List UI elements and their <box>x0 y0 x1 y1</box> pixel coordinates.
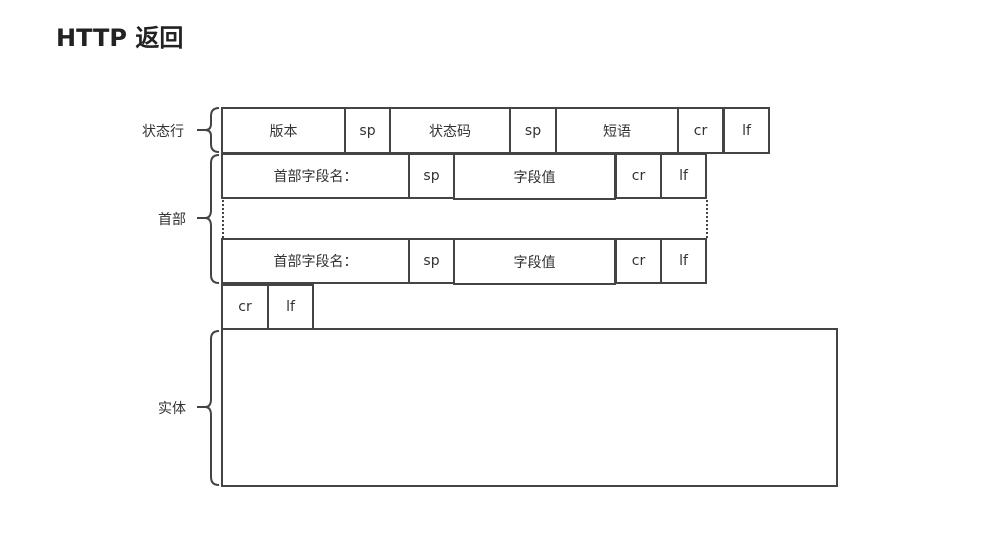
header-1-field-name-cell: 首部字段名： <box>221 153 410 199</box>
status-code-cell: 状态码 <box>389 107 511 154</box>
blank-line-lf-cell: lf <box>267 284 314 330</box>
page-title: HTTP 返回 <box>56 24 184 52</box>
headers-ellipsis-right <box>706 200 708 238</box>
blank-line-cr-cell: cr <box>221 284 269 330</box>
body-label: 实体 <box>158 401 186 417</box>
status-line-label: 状态行 <box>142 124 184 140</box>
headers-label: 首部 <box>158 212 186 228</box>
body-brace <box>204 330 220 486</box>
header-1-cr-cell: cr <box>615 153 662 199</box>
headers-ellipsis-left <box>222 200 224 238</box>
status-cr-cell: cr <box>677 107 724 154</box>
status-line-brace <box>204 107 220 153</box>
header-2-cr-cell: cr <box>615 238 662 284</box>
header-2-sp-cell: sp <box>408 238 455 284</box>
header-1-sp-cell: sp <box>408 153 455 199</box>
status-sp-cell-1: sp <box>344 107 391 154</box>
status-lf-cell: lf <box>723 107 770 154</box>
header-2-lf-cell: lf <box>660 238 707 284</box>
status-phrase-cell: 短语 <box>555 107 679 154</box>
headers-brace <box>204 154 220 284</box>
header-2-field-name-cell: 首部字段名： <box>221 238 410 284</box>
status-sp-cell-2: sp <box>509 107 557 154</box>
body-box <box>221 328 838 487</box>
header-2-field-value-cell: 字段值 <box>453 238 616 285</box>
status-version-cell: 版本 <box>221 107 346 154</box>
header-1-field-value-cell: 字段值 <box>453 153 616 200</box>
header-1-lf-cell: lf <box>660 153 707 199</box>
